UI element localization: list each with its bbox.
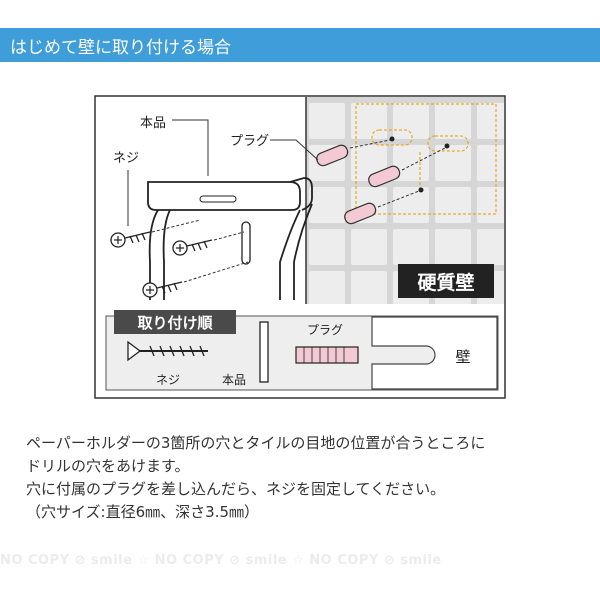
plug-icon: [295, 346, 359, 364]
description-line: ドリルの穴をあけます。: [26, 457, 190, 475]
description: ペーパーホルダーの3箇所の穴とタイルの目地の位置が合うところに ドリルの穴をあけ…: [26, 432, 596, 524]
installation-diagram: 硬質壁 本品 プラグ ネジ: [94, 95, 506, 399]
holder-outline-guide: [355, 103, 497, 215]
screw-icon: [127, 340, 208, 362]
order-wall-label: 壁: [455, 348, 470, 366]
paper-holder-icon: [147, 177, 313, 300]
diagram-frame: [94, 95, 506, 399]
description-line: ペーパーホルダーの3箇所の穴とタイルの目地の位置が合うところに: [26, 434, 486, 452]
order-screw-label: ネジ: [156, 373, 180, 387]
watermark: NO COPY ⊘ smile ☆ NO COPY ⊘ smile ☆ NO C…: [0, 553, 442, 568]
order-product-label: 本品: [222, 373, 246, 387]
header-bar: はじめて壁に取り付ける場合: [0, 28, 600, 62]
drill-hole-icon: [418, 187, 424, 193]
hard-wall-label: 硬質壁: [417, 271, 474, 294]
order-wall-icon: [371, 316, 498, 390]
plug-icon: [344, 190, 420, 225]
hard-wall-label-bg: [398, 264, 494, 298]
plug-label: プラグ: [230, 134, 269, 149]
screw-label: ネジ: [113, 151, 139, 166]
header-title: はじめて壁に取り付ける場合: [10, 38, 231, 58]
drill-hole-icon: [444, 143, 450, 149]
order-product-plate: [259, 321, 269, 383]
description-line: （穴サイズ:直径6㎜、深さ3.5㎜）: [26, 503, 260, 521]
product-leader: [172, 119, 209, 176]
drill-hole-icon: [389, 136, 395, 142]
hole-guide-2: [427, 135, 469, 152]
screw-icon: [110, 219, 201, 248]
order-title: 取り付け順: [137, 314, 213, 332]
product-label: 本品: [140, 116, 166, 131]
description-line: 穴に付属のプラグを差し込んだら、ネジを固定してください。: [26, 480, 446, 498]
hole-guide-1: [371, 129, 413, 146]
screw-icon: [172, 231, 245, 256]
order-title-bg: [114, 310, 236, 334]
plug-leader: [270, 139, 319, 161]
screw-icon: [142, 261, 249, 298]
plug-icon: [368, 147, 446, 188]
order-plug-label: プラグ: [307, 323, 343, 337]
plug-icon: [316, 139, 391, 167]
